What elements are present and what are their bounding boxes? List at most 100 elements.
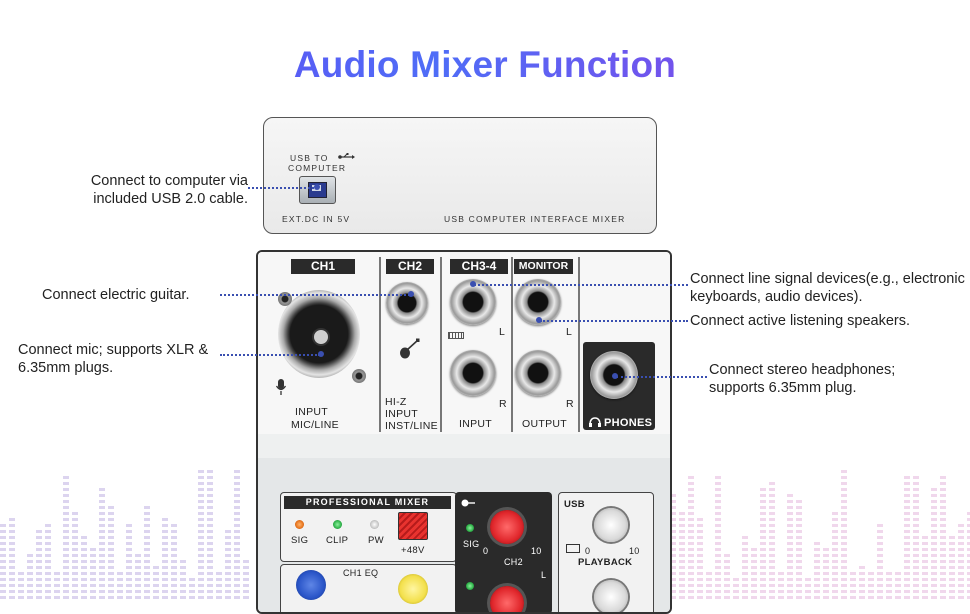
eq-bar	[931, 530, 937, 533]
eq-bar	[63, 596, 69, 599]
eq-bar	[913, 560, 919, 563]
eq-bar	[733, 578, 739, 581]
eq-bar	[234, 554, 240, 557]
usb-b-port[interactable]	[299, 176, 336, 204]
eq-bar	[135, 566, 141, 569]
eq-bar	[841, 572, 847, 575]
eq-bar	[198, 596, 204, 599]
eq-bar	[949, 596, 955, 599]
playback-knob[interactable]	[594, 508, 628, 542]
eq-bar	[706, 578, 712, 581]
phantom-power-button[interactable]	[398, 512, 428, 540]
eq-bar	[670, 536, 676, 539]
eq-bar	[967, 536, 970, 539]
eq-bar	[823, 590, 829, 593]
eq-bar	[198, 548, 204, 551]
eq-bar	[198, 584, 204, 587]
eq-bar	[27, 572, 33, 575]
eq-bar	[715, 482, 721, 485]
ch2-volume-knob[interactable]	[490, 586, 524, 612]
eq-bar	[715, 572, 721, 575]
eq-bar	[99, 578, 105, 581]
eq-bar	[940, 572, 946, 575]
eq-bar	[769, 578, 775, 581]
eq-bar	[225, 536, 231, 539]
ch2-gain-knob[interactable]	[490, 510, 524, 544]
eq-bar	[153, 596, 159, 599]
eq-bar	[234, 470, 240, 473]
connector-line	[220, 354, 320, 356]
eq-bar	[787, 572, 793, 575]
eq-bar	[868, 590, 874, 593]
eq-bar	[949, 566, 955, 569]
eq-bar	[697, 524, 703, 527]
eq-knob-blue[interactable]	[296, 570, 326, 600]
eq-bar	[922, 590, 928, 593]
eq-bar	[796, 506, 802, 509]
eq-bar	[742, 536, 748, 539]
eq-bar	[18, 596, 24, 599]
eq-bar	[679, 554, 685, 557]
eq-bar	[679, 542, 685, 545]
eq-bar	[760, 530, 766, 533]
eq-bar	[841, 488, 847, 491]
left-label: L	[566, 326, 573, 338]
eq-bar	[787, 530, 793, 533]
eq-bar	[760, 572, 766, 575]
eq-bar	[9, 548, 15, 551]
eq-bar	[72, 524, 78, 527]
eq-bar	[108, 536, 114, 539]
eq-bar	[54, 572, 60, 575]
eq-bar	[207, 524, 213, 527]
eq-bar	[841, 500, 847, 503]
eq-bar	[162, 542, 168, 545]
eq-bar	[931, 494, 937, 497]
eq-bar	[697, 560, 703, 563]
eq-bar	[171, 578, 177, 581]
eq-bar	[63, 566, 69, 569]
eq-bar	[895, 578, 901, 581]
headphones-icon	[589, 417, 601, 427]
eq-bar	[234, 494, 240, 497]
eq-bar	[108, 584, 114, 587]
monitor-output-right-jack[interactable]	[515, 350, 561, 396]
eq-bar	[841, 548, 847, 551]
eq-bar	[724, 554, 730, 557]
monitor-knob[interactable]	[594, 580, 628, 612]
eq-bar	[0, 548, 6, 551]
eq-bar	[940, 584, 946, 587]
eq-bar	[697, 554, 703, 557]
eq-bar	[234, 518, 240, 521]
professional-mixer-label: PROFESSIONAL MIXER	[284, 496, 451, 509]
eq-bar	[63, 494, 69, 497]
ch2-instrument-jack[interactable]	[386, 282, 428, 324]
eq-bar	[45, 554, 51, 557]
ch34-input-right-jack[interactable]	[450, 350, 496, 396]
eq-bar	[72, 572, 78, 575]
screw-icon	[352, 369, 366, 383]
eq-bar	[243, 584, 249, 587]
xlr-combo-jack[interactable]	[278, 290, 360, 378]
eq-bar	[207, 548, 213, 551]
eq-bar	[688, 494, 694, 497]
eq-bar	[207, 518, 213, 521]
eq-bar	[36, 578, 42, 581]
eq-bar	[36, 554, 42, 557]
eq-bar	[787, 518, 793, 521]
eq-bar	[913, 530, 919, 533]
eq-bar	[958, 554, 964, 557]
eq-knob-yellow[interactable]	[398, 574, 428, 604]
eq-bar	[967, 548, 970, 551]
eq-bar	[814, 578, 820, 581]
eq-bar	[904, 536, 910, 539]
eq-bar	[126, 578, 132, 581]
eq-bar	[832, 566, 838, 569]
eq-bar	[877, 542, 883, 545]
eq-bar	[207, 500, 213, 503]
eq-bar	[45, 524, 51, 527]
eq-bar	[841, 530, 847, 533]
eq-bar	[679, 524, 685, 527]
eq-bar	[868, 578, 874, 581]
guitar-jack-icon	[461, 499, 475, 507]
eq-bar	[72, 542, 78, 545]
